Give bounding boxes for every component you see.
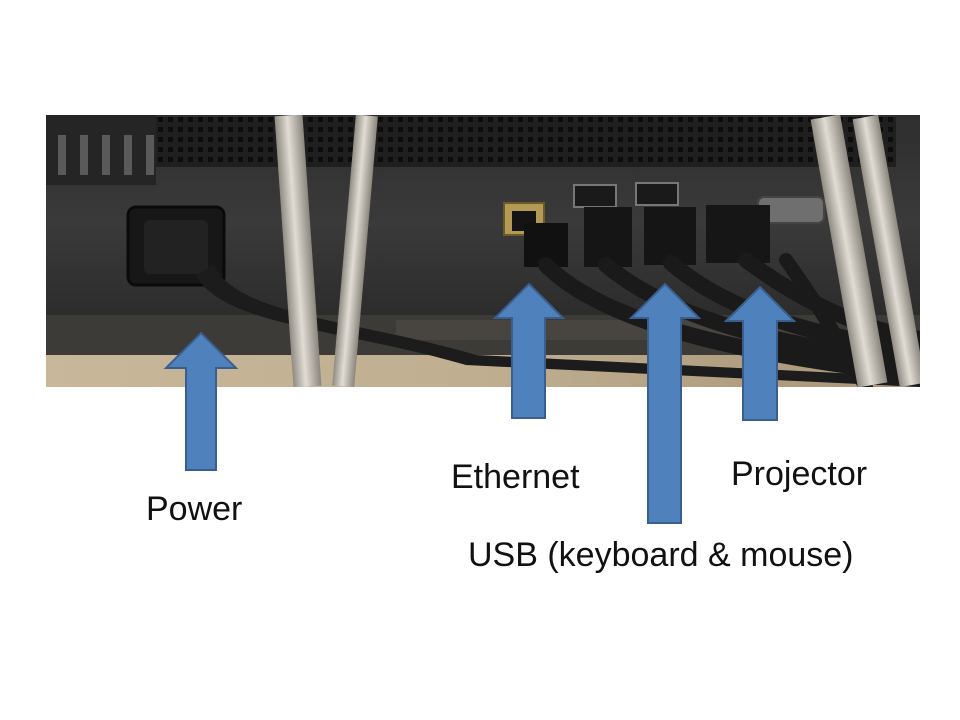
power-arrow-shape: [163, 331, 239, 471]
projector-arrow-shape: [723, 285, 797, 421]
ethernet-label: Ethernet: [451, 458, 580, 496]
usb-arrow-shape: [628, 282, 702, 524]
computer-rear-ports-photo: [46, 115, 920, 387]
ethernet-arrow-shape: [492, 282, 566, 419]
usb-label: USB (keyboard & mouse): [468, 536, 854, 574]
power-label: Power: [146, 490, 243, 528]
projector-label: Projector: [731, 455, 868, 493]
